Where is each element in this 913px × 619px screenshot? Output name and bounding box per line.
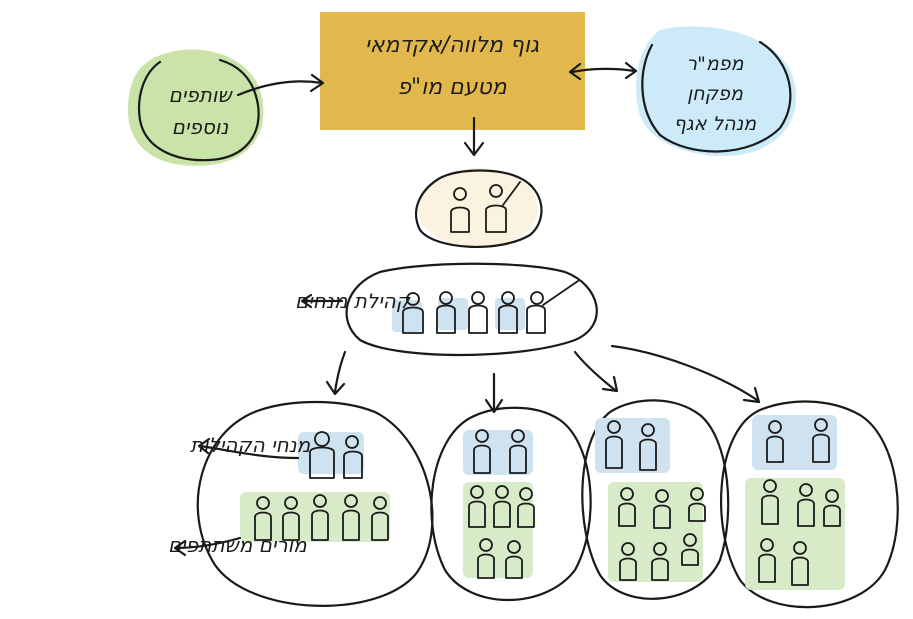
academic-body-line2: מטעם מו"פ xyxy=(397,75,507,100)
academic-body-box: גוף מלווה/אקדמאי מטעם מו"פ xyxy=(320,12,585,130)
leading-community-figures xyxy=(392,280,579,334)
community-leaders-label: מנחי הקהילות xyxy=(190,433,311,457)
leading-community-group xyxy=(345,262,598,357)
arrow-partners-to-box xyxy=(236,73,325,97)
partners-line2: נוספים xyxy=(172,115,229,139)
community-circle-3 xyxy=(581,399,730,600)
arrow-box-supervisors xyxy=(568,61,638,81)
participating-teachers-label: מורים משתתפים xyxy=(168,533,307,557)
arrow-participating-teachers-label xyxy=(173,536,242,557)
supervisors-line2: מפקחן xyxy=(687,83,744,105)
arrow-community-leaders-label xyxy=(197,437,300,460)
core-team-group xyxy=(415,168,543,248)
supervisors-line3: מנהל אגף xyxy=(674,113,758,135)
arrows-to-communities xyxy=(325,344,761,414)
supervisors-blob: מפמ"ר מפקחן מנהל אגף xyxy=(636,26,797,156)
community-circle-2 xyxy=(430,406,592,602)
academic-body-line1: גוף מלווה/אקדמאי xyxy=(365,33,539,58)
arrow-leading-community-label xyxy=(300,293,344,309)
partners-line1: שותפים xyxy=(169,83,234,107)
community-circle-1 xyxy=(196,400,434,607)
partners-blob: שותפים נוספים xyxy=(128,49,264,166)
arrow-box-down xyxy=(463,116,485,157)
supervisors-line1: מפמ"ר xyxy=(686,53,744,75)
community-circle-4 xyxy=(720,400,899,609)
